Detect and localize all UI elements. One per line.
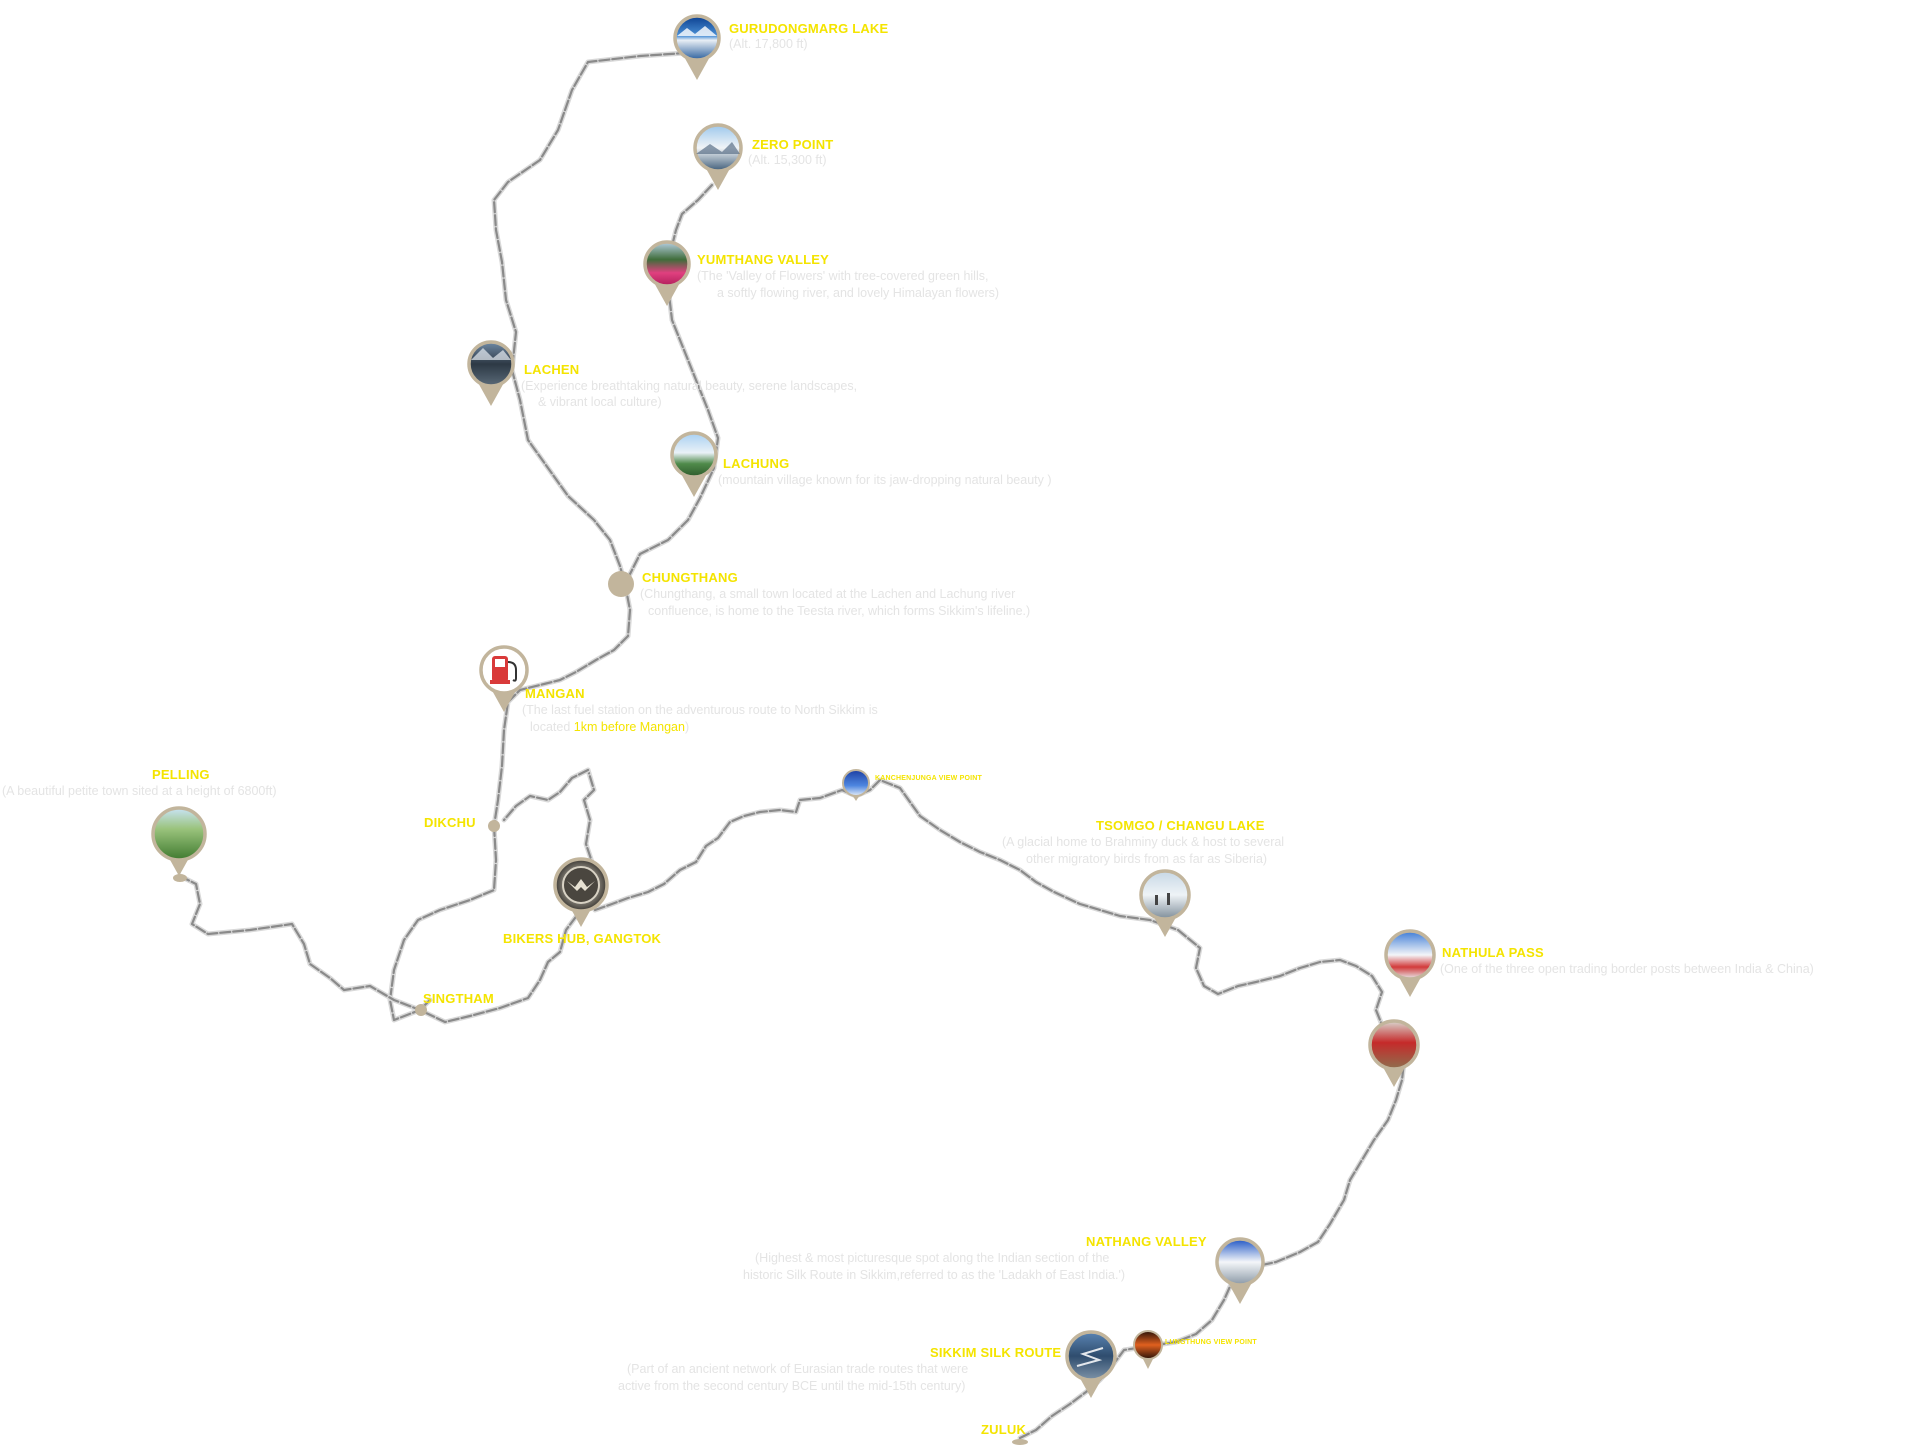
pin-yumthang[interactable] xyxy=(643,240,691,306)
pin-lachen[interactable] xyxy=(467,340,515,406)
nathang-name: NATHANG VALLEY xyxy=(1086,1234,1207,1249)
chungthang-note-1: (Chungthang, a small town located at the… xyxy=(640,587,1016,601)
lachung-note: (mountain village known for its jaw-drop… xyxy=(718,473,1052,487)
chungthang-note-2: confluence, is home to the Teesta river,… xyxy=(648,604,1031,618)
chungthang-mangan-route xyxy=(492,582,632,828)
pelling-dot xyxy=(173,874,187,882)
pin-silk-route[interactable] xyxy=(1065,1330,1117,1398)
pin-bikers-hub[interactable] xyxy=(553,857,609,927)
bikers-hub-name: BIKERS HUB, GANGTOK xyxy=(503,931,662,946)
lachen-note-2: & vibrant local culture) xyxy=(538,395,662,409)
pin-gurudongmarg[interactable] xyxy=(673,14,721,80)
zuluk-dot xyxy=(1012,1439,1028,1445)
mangan-note-1: (The last fuel station on the adventurou… xyxy=(522,703,878,717)
mangan-fuel-highlight: 1km before Mangan xyxy=(573,720,685,734)
dikchu-loop-route xyxy=(502,768,590,822)
nathang-note-2: historic Silk Route in Sikkim,referred t… xyxy=(743,1268,1126,1282)
pin-pelling[interactable] xyxy=(151,806,207,876)
mangan-note-2: located 1km before Mangan) xyxy=(530,720,690,734)
silk-route-note-1: (Part of an ancient network of Eurasian … xyxy=(627,1362,969,1376)
singtham-name: SINGTHAM xyxy=(423,991,494,1006)
kanchenjunga-name: KANCHENJUNGA VIEW POINT xyxy=(875,775,983,782)
pin-mangan[interactable] xyxy=(479,645,529,712)
south-route xyxy=(177,767,1407,1441)
pelling-note: (A beautiful petite town sited at a heig… xyxy=(2,784,277,798)
zero-point-name: ZERO POINT xyxy=(752,137,834,152)
pin-lungthung[interactable] xyxy=(1133,1330,1163,1369)
pin-unnamed-stop[interactable] xyxy=(1368,1019,1420,1087)
mangan-name: MANGAN xyxy=(525,686,585,701)
yumthang-note-1: (The 'Valley of Flowers' with tree-cover… xyxy=(697,269,989,283)
silk-route xyxy=(593,778,1406,1440)
nathang-note-1: (Highest & most picturesque spot along t… xyxy=(755,1251,1110,1265)
tsomgo-name: TSOMGO / CHANGU LAKE xyxy=(1096,818,1265,833)
nathula-name: NATHULA PASS xyxy=(1442,945,1544,960)
lungthung-name: LUNGTHUNG VIEW POINT xyxy=(1165,1339,1257,1346)
gurudongmarg-name: GURUDONGMARG LAKE xyxy=(729,21,889,36)
pelling-name: PELLING xyxy=(152,767,210,782)
pin-nathula[interactable] xyxy=(1384,929,1436,997)
silk-route-note-2: active from the second century BCE until… xyxy=(618,1379,966,1393)
yumthang-name: YUMTHANG VALLEY xyxy=(697,252,830,267)
north-sikkim-route xyxy=(491,49,721,829)
zuluk-name: ZULUK xyxy=(981,1422,1027,1437)
pin-lachung[interactable] xyxy=(670,431,718,497)
nathula-note: (One of the three open trading border po… xyxy=(1440,962,1814,976)
lachung-name: LACHUNG xyxy=(723,456,790,471)
lachung-route xyxy=(623,183,720,586)
gurudongmarg-note: (Alt. 17,800 ft) xyxy=(729,37,808,51)
chungthang-dot xyxy=(608,571,634,597)
tsomgo-note-2: other migratory birds from as far as Sib… xyxy=(1026,852,1268,866)
dikchu-dot xyxy=(488,820,500,832)
singtham-dot xyxy=(415,1004,427,1016)
lachen-route xyxy=(492,50,702,586)
pin-nathang[interactable] xyxy=(1215,1237,1265,1304)
mangan-singtham-route xyxy=(388,824,498,1022)
tsomgo-note-1: (A glacial home to Brahminy duck & host … xyxy=(1002,835,1285,849)
lachen-note-1: (Experience breathtaking natural beauty,… xyxy=(521,379,858,393)
chungthang-name: CHUNGTHANG xyxy=(642,570,738,585)
pin-kanchenjunga[interactable] xyxy=(842,769,870,801)
pin-tsomgo[interactable] xyxy=(1139,869,1191,937)
zero-point-note: (Alt. 15,300 ft) xyxy=(748,153,827,167)
dikchu-name: DIKCHU xyxy=(424,815,476,830)
waypoint-dots xyxy=(173,571,1028,1445)
silk-route-name: SIKKIM SILK ROUTE xyxy=(930,1345,1062,1360)
fuel-pump-icon xyxy=(490,656,517,684)
lachen-name: LACHEN xyxy=(524,362,580,377)
pin-zero-point[interactable] xyxy=(693,123,743,190)
yumthang-note-2: a softly flowing river, and lovely Himal… xyxy=(717,286,1000,300)
